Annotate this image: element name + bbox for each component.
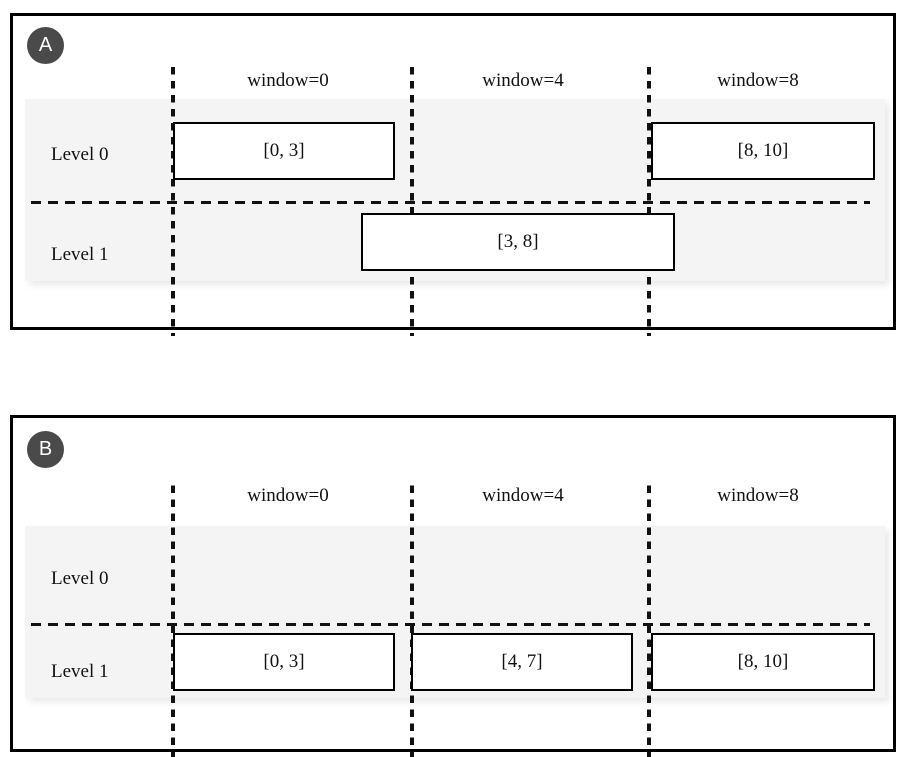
- panel-a: A window=0 window=4 window=8 Level 0 Lev…: [10, 13, 899, 336]
- column-header-window-0: window=0: [247, 70, 329, 91]
- interval-box: [4, 7]: [411, 633, 633, 691]
- panel-badge-a: A: [27, 27, 64, 64]
- interval-box: [8, 10]: [651, 633, 875, 691]
- panel-badge-b: B: [27, 431, 64, 468]
- column-header-window-0: window=0: [247, 485, 329, 506]
- column-header-window-4: window=4: [482, 485, 564, 506]
- interval-box: [0, 3]: [173, 633, 395, 691]
- level-label-1: Level 1: [51, 661, 109, 682]
- interval-box: [8, 10]: [651, 122, 875, 180]
- window-boundary-line-0: [171, 64, 175, 336]
- panel-b: B window=0 window=4 window=8 Level 0 Lev…: [10, 415, 899, 757]
- level-divider-line: [25, 201, 870, 204]
- window-boundary-line-2: [647, 64, 651, 336]
- level-divider-line: [25, 623, 870, 626]
- window-boundary-line-1: [410, 64, 414, 336]
- column-header-window-4: window=4: [482, 70, 564, 91]
- interval-box: [0, 3]: [173, 122, 395, 180]
- window-boundary-line-0: [171, 480, 175, 757]
- interval-box: [3, 8]: [361, 213, 675, 271]
- window-boundary-line-1: [410, 480, 414, 757]
- column-header-row-a: window=0 window=4 window=8: [13, 66, 899, 96]
- column-header-window-8: window=8: [717, 70, 799, 91]
- window-boundary-line-2: [647, 480, 651, 757]
- transition-group: Strict window compaction, window = 4: [0, 340, 906, 742]
- level-label-1: Level 1: [51, 244, 109, 265]
- column-header-row-b: window=0 window=4 window=8: [13, 481, 899, 511]
- level-label-0: Level 0: [51, 568, 109, 589]
- column-header-window-8: window=8: [717, 485, 799, 506]
- level-label-0: Level 0: [51, 144, 109, 165]
